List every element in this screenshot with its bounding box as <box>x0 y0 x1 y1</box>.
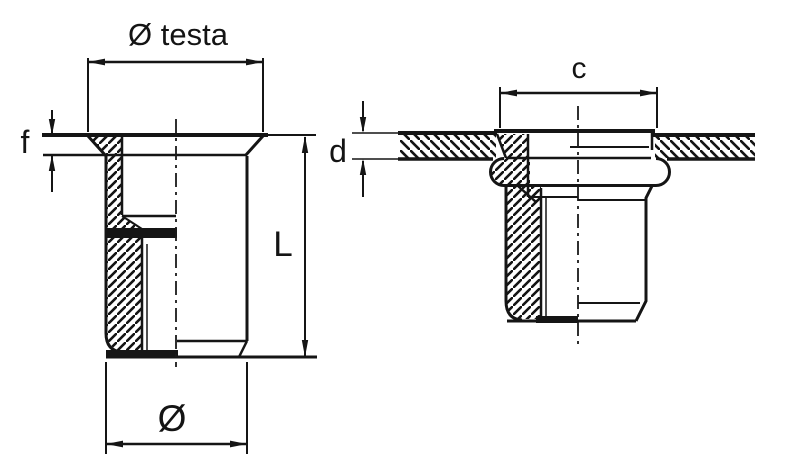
dim-head-thickness: f <box>21 110 56 192</box>
section-hatch-upper-wall <box>90 137 142 238</box>
arrowhead-left <box>106 440 123 448</box>
bottom-chamfer-edge <box>237 340 249 358</box>
arrowhead-down <box>359 117 367 133</box>
dim-label-head-diameter: Ø testa <box>128 17 229 52</box>
arrowhead-right <box>230 440 247 448</box>
dim-label-body-diameter: Ø <box>158 398 187 439</box>
thread-start-section-band <box>106 228 177 238</box>
body-right-outer-edge <box>634 185 654 322</box>
head-left-taper <box>86 134 108 158</box>
arrowhead-up <box>48 155 56 171</box>
arrowhead-right <box>246 58 263 66</box>
arrowhead-up <box>359 159 367 175</box>
bottom-face-section-band <box>536 316 578 323</box>
dim-length: L <box>265 134 316 357</box>
right-view-installed-rivet-nut: c d <box>329 52 755 344</box>
arrowhead-right <box>640 89 657 97</box>
section-hatch-lower-wall <box>107 238 142 351</box>
dim-head-diameter: Ø testa <box>87 17 264 132</box>
dim-label-sheet-thickness: d <box>329 133 347 169</box>
body-section-hatch <box>506 186 541 319</box>
bulge-shoulder-edge <box>517 185 537 203</box>
left-view-rivet-nut-section: Ø testa f L Ø <box>21 17 317 454</box>
sheet-hatch-right <box>655 137 755 158</box>
arrowhead-up <box>301 136 309 153</box>
bulge-outline <box>488 157 672 187</box>
dim-label-head-thickness: f <box>21 124 30 160</box>
dim-body-diameter: Ø <box>105 362 248 454</box>
head-right-taper <box>243 134 265 158</box>
arrowhead-left <box>88 58 105 66</box>
dim-label-length: L <box>273 225 292 264</box>
sheet-hatch-left <box>400 135 496 158</box>
bulge-section-hatch <box>491 159 530 185</box>
dim-installed-head-diameter: c <box>499 52 658 128</box>
arrowhead-down <box>48 119 56 135</box>
bottom-face-section-band <box>106 350 178 358</box>
arrowhead-left <box>500 89 517 97</box>
bore-ledge-chamfer <box>121 215 143 230</box>
dim-sheet-thickness: d <box>329 101 367 197</box>
hole-left-edge <box>495 133 508 159</box>
dim-label-installed-head-diameter: c <box>572 52 587 85</box>
arrowhead-down <box>301 340 309 357</box>
